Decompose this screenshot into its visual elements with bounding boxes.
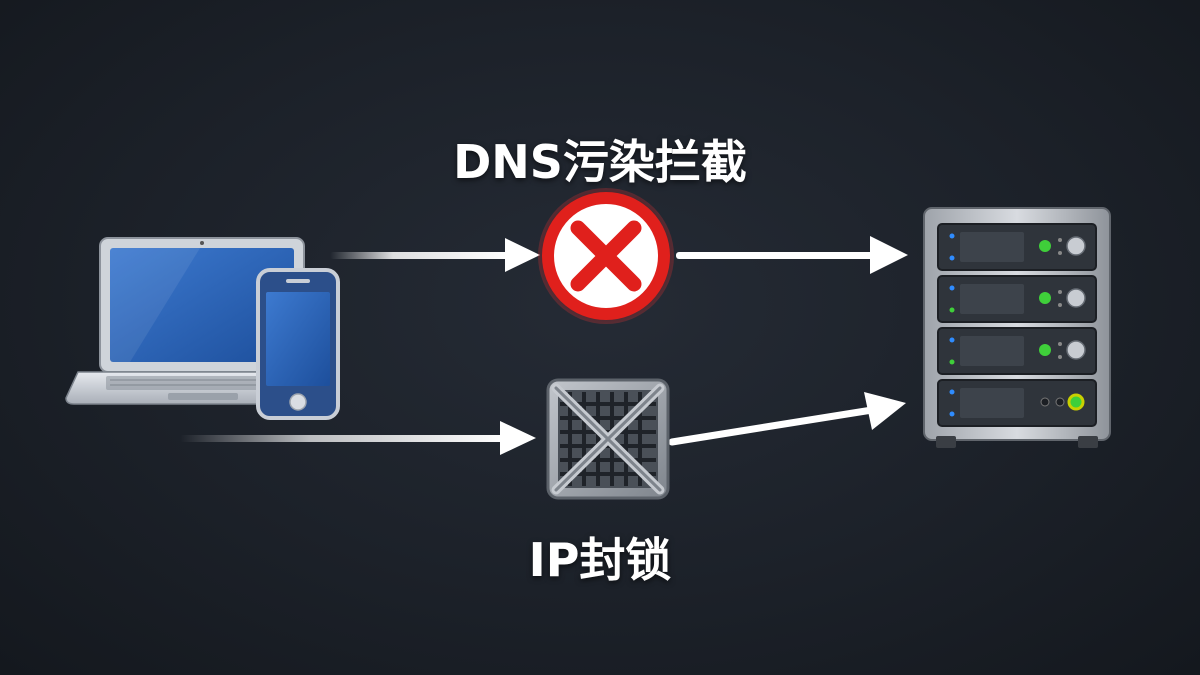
server-unit xyxy=(937,327,1097,375)
dns-interception-label: DNS污染拦截 xyxy=(453,135,747,189)
red-cross-circle-icon xyxy=(538,188,674,324)
ip-blocking-label: IP封锁 xyxy=(528,533,672,587)
server-unit xyxy=(937,275,1097,323)
arrow-client-to-dns xyxy=(330,238,540,272)
smartphone-icon xyxy=(256,268,340,420)
arrow-dns-to-server xyxy=(676,236,908,274)
server-unit xyxy=(937,223,1097,271)
arrow-ip-to-server xyxy=(668,392,906,446)
server-rack-icon xyxy=(923,207,1111,448)
server-unit xyxy=(937,379,1097,427)
blocked-grid-icon xyxy=(546,378,670,500)
arrow-client-to-ip xyxy=(180,421,536,455)
